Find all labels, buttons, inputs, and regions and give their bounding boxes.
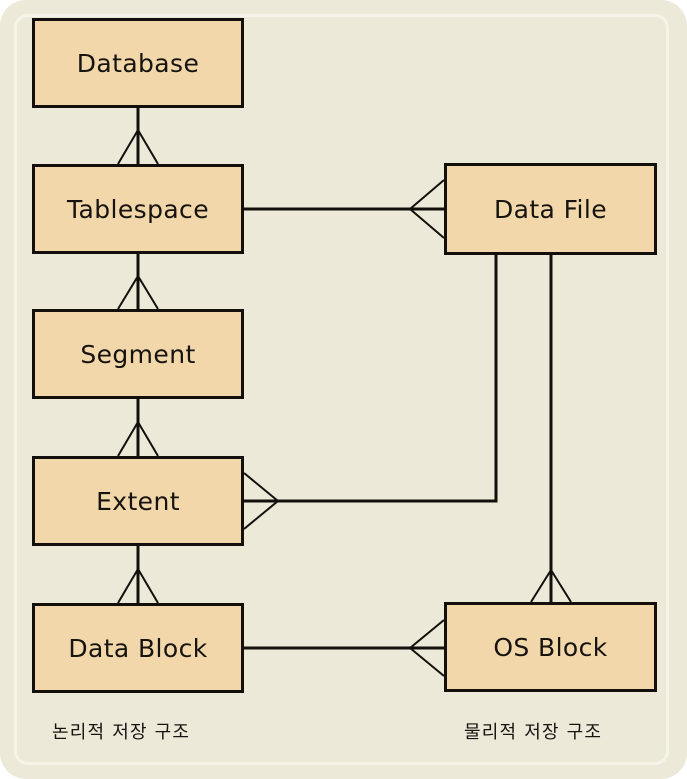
entity-label: Data File [493, 194, 608, 224]
connector-tablespace-segment [117, 254, 159, 310]
connector-segment-extent [117, 399, 159, 457]
connector-datafile-osblock [530, 255, 572, 603]
entity-tablespace[interactable]: Tablespace [32, 164, 244, 254]
entity-label: OS Block [493, 632, 608, 662]
entity-extent[interactable]: Extent [32, 456, 244, 546]
entity-data-block[interactable]: Data Block [32, 603, 244, 693]
entity-label: Tablespace [67, 194, 209, 224]
entity-label: Data Block [68, 633, 208, 663]
caption-physical-storage: 물리적 저장 구조 [464, 722, 603, 743]
entity-segment[interactable]: Segment [32, 309, 244, 399]
connector-extent-datafile [243, 255, 498, 530]
entity-os-block[interactable]: OS Block [444, 602, 657, 692]
entity-label: Database [76, 48, 200, 78]
entity-label: Segment [80, 339, 196, 369]
entity-database[interactable]: Database [32, 18, 244, 108]
connector-datablock-osblock [244, 619, 445, 677]
connector-tablespace-datafile [244, 179, 445, 239]
connector-extent-datablock [117, 546, 159, 604]
entity-data-file[interactable]: Data File [444, 163, 657, 255]
caption-logical-storage: 논리적 저장 구조 [52, 722, 191, 743]
entity-label: Extent [96, 486, 180, 516]
connector-database-tablespace [117, 108, 159, 165]
